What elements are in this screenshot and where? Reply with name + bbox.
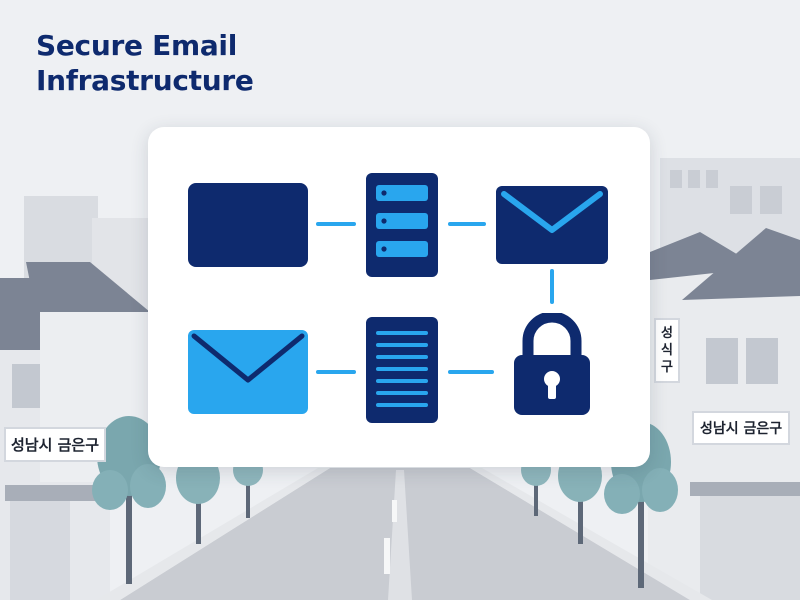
street-sign-vertical: 성식구: [654, 318, 680, 383]
diagram-card: [148, 127, 650, 467]
connector-layer: [316, 222, 554, 374]
document-icon: [366, 317, 438, 423]
window-icon: [188, 183, 308, 267]
street-sign-left: 성남시 금은구: [4, 427, 107, 462]
title-line-2: Infrastructure: [36, 64, 254, 97]
street-sign-right: 성남시 금은구: [692, 411, 791, 445]
tree-left: [92, 416, 166, 584]
server-icon: [366, 173, 438, 277]
lock-icon: [514, 313, 590, 415]
page-title: Secure Email Infrastructure: [36, 28, 254, 98]
envelope-icon: [188, 330, 308, 414]
title-line-1: Secure Email: [36, 29, 238, 62]
envelope-icon: [496, 186, 608, 264]
